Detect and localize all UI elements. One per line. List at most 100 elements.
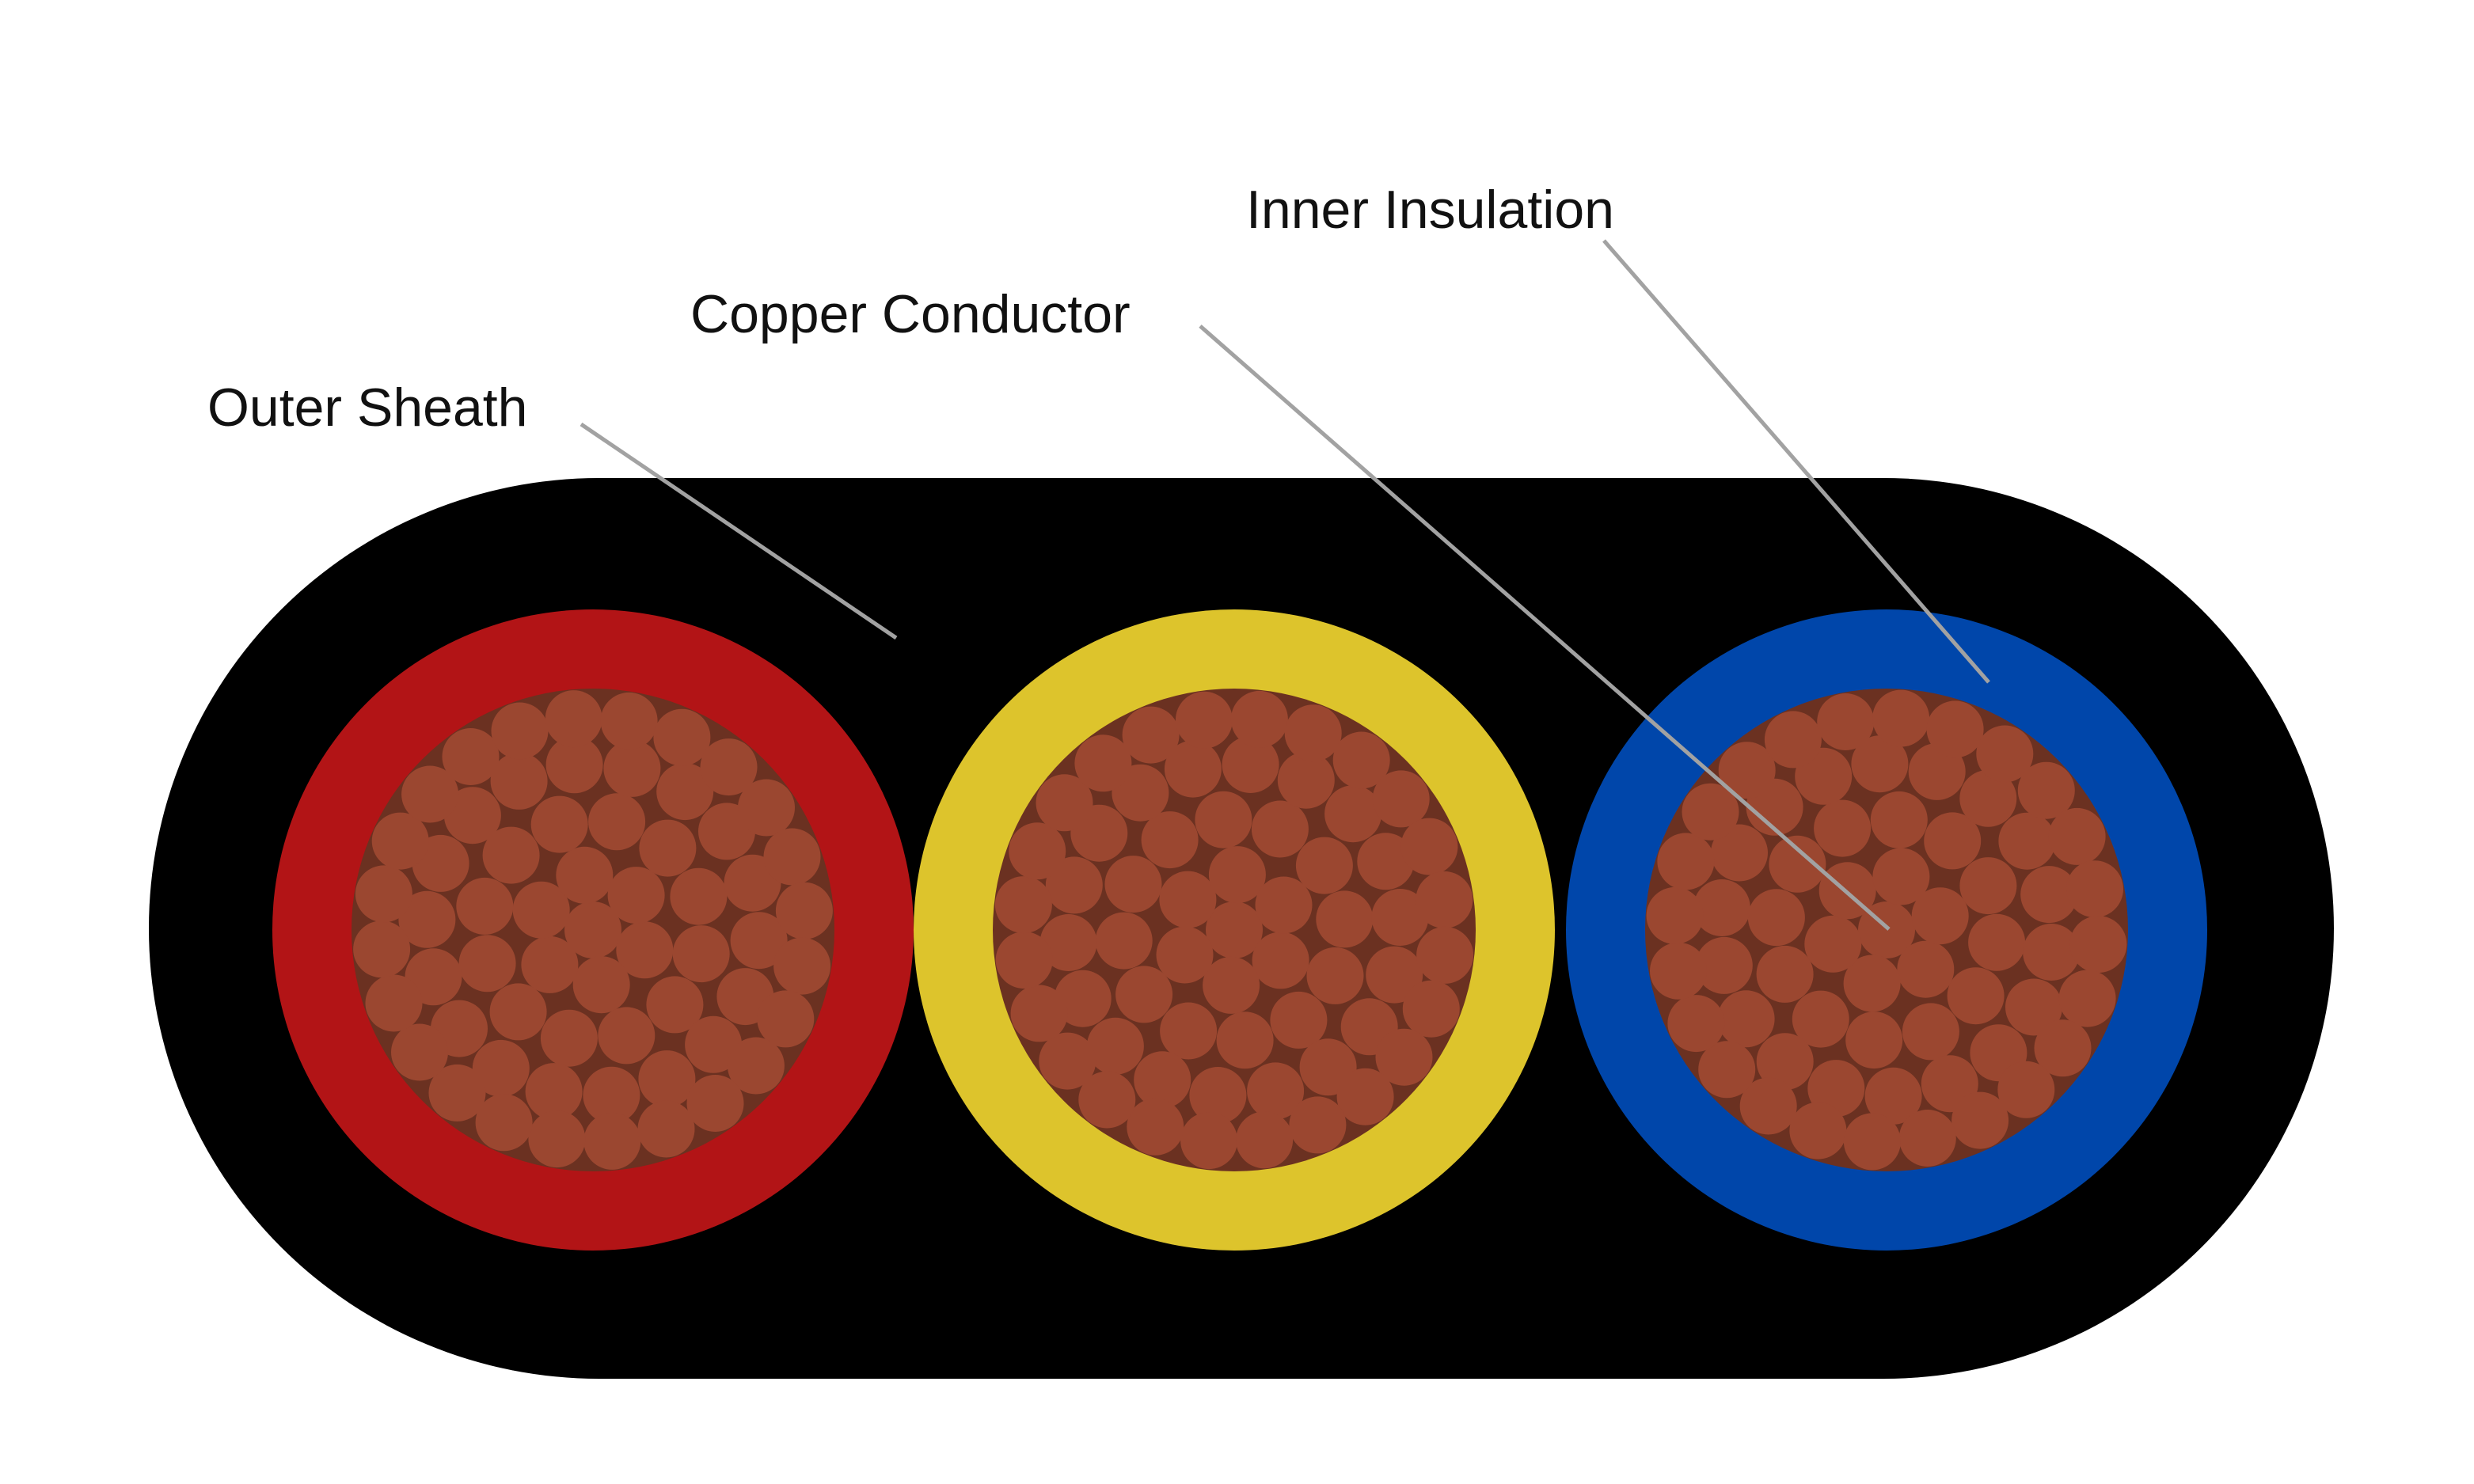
copper-strand [1371,889,1429,946]
copper-strand [1872,848,1930,905]
copper-strand [1336,1068,1394,1125]
copper-strand [1324,785,1382,843]
copper-strand [1010,985,1068,1042]
copper-strand [2048,807,2106,865]
copper-strand [391,1023,448,1081]
copper-strand [1959,769,2017,827]
copper-strand [656,763,714,821]
copper-strand [583,1066,640,1124]
copper-strand [1045,856,1103,914]
copper-strand [1054,970,1112,1027]
copper-strand [1160,1002,1218,1060]
copper-strand [1851,735,1909,793]
copper-conductor-leader-line [1199,325,1891,931]
copper-strand [1792,990,1849,1048]
copper-strand [1141,811,1199,869]
copper-strand [616,921,674,979]
copper-strand [1667,995,1725,1053]
copper-strand [1203,956,1260,1014]
copper-strand [1739,1077,1797,1135]
copper-strand [1375,1028,1433,1086]
copper-strand [588,793,646,851]
copper-strand [428,1064,486,1122]
copper-strand [1747,889,1805,947]
copper-strand [2020,866,2078,924]
copper-strand [995,932,1053,989]
copper-strand [1164,740,1222,798]
yellow-conductor-strands [994,690,1474,1170]
copper-strand [564,901,621,958]
copper-strand [1115,966,1173,1023]
copper-strand [1284,704,1342,762]
copper-strand [1216,1011,1274,1069]
copper-strand [1180,1112,1238,1170]
copper-strand [1959,857,2017,915]
blue-conductor-strands [1646,689,2127,1171]
copper-strand [1817,693,1875,750]
copper-strand [646,976,704,1034]
copper-strand [545,690,602,748]
copper-strand [1247,1062,1305,1120]
copper-strand [1845,1011,1903,1069]
copper-strand [556,846,614,904]
copper-strand [1039,1032,1096,1090]
copper-strand [1316,890,1374,948]
copper-strand [1306,947,1364,1004]
copper-strand [1195,791,1252,848]
copper-strand [1864,1067,1922,1125]
copper-strand [1332,731,1390,789]
copper-strand [512,881,570,939]
copper-strand [1251,800,1309,858]
copper-strand [2034,1019,2092,1077]
copper-strand [1357,833,1415,890]
copper-strand [1086,1017,1144,1075]
copper-strand [371,812,429,870]
copper-strand [1400,818,1458,875]
copper-strand [1095,912,1153,970]
copper-strand [1009,822,1066,880]
copper-strand [763,828,821,886]
yellow-core [914,609,1555,1251]
copper-strand [994,876,1052,934]
copper-strand [638,1050,696,1108]
copper-strand [1756,1033,1814,1091]
copper-strand [2069,916,2127,974]
copper-strand [670,867,728,925]
copper-strand [2058,970,2116,1027]
copper-strand [472,1039,530,1097]
copper-strand [1159,871,1217,928]
red-core [272,609,914,1251]
copper-strand [1295,837,1353,894]
red-conductor-strands [353,690,833,1170]
copper-strand [1255,876,1313,934]
copper-strand [603,739,661,797]
copper-strand [1222,736,1279,793]
copper-strand [490,752,548,810]
copper-strand [757,990,815,1048]
copper-strand [1039,914,1097,971]
blue-core [1566,609,2207,1251]
copper-strand [637,1100,695,1158]
copper-strand [1976,725,2034,783]
copper-strand [1277,751,1335,809]
copper-strand [686,1075,744,1132]
copper-strand [1926,700,1984,758]
copper-strand [600,692,658,750]
copper-strand [598,1007,656,1065]
copper-strand [1074,734,1132,792]
copper-strand [1843,955,1901,1012]
copper-strand [530,795,588,853]
copper-strand [1769,835,1826,893]
copper-strand [607,867,665,924]
copper-strand [738,779,795,837]
copper-strand [398,890,456,948]
copper-strand [1134,1051,1191,1109]
copper-strand [1078,1071,1136,1129]
copper-strand [1372,770,1430,828]
copper-strand [2066,860,2123,918]
copper-strand [1695,936,1753,994]
copper-strand [401,765,459,823]
copper-strand [1189,1067,1247,1124]
copper-strand [1968,913,2026,971]
